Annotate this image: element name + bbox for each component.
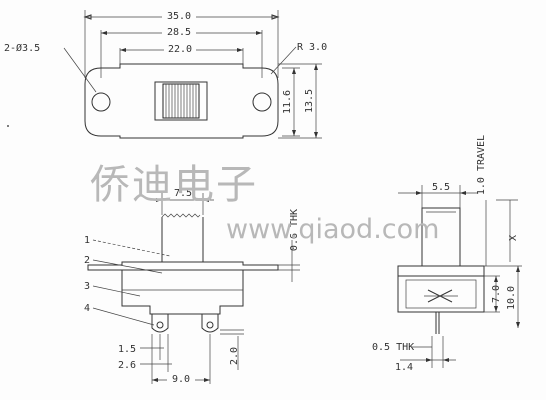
travel-label: 1.0 TRAVEL — [476, 135, 487, 195]
mounting-hole-right — [252, 92, 272, 112]
mounting-hole-left — [91, 92, 111, 112]
side-view: 7.5 0.6 THK 1 2 3 4 — [84, 188, 300, 385]
dim-1-5-label: 1.5 — [118, 344, 136, 355]
callout-2: 2 — [84, 255, 90, 266]
end-body — [397, 275, 485, 313]
callout-1: 1 — [84, 235, 90, 246]
dim-1-4-label: 1.4 — [395, 362, 413, 373]
dim-11-6-label: 11.6 — [282, 90, 293, 114]
top-view: 35.0 28.5 22.0 2-Ø3.5 R 3.0 — [4, 9, 327, 139]
dim-22-label: 22.0 — [168, 44, 192, 55]
dim-radius-label: R 3.0 — [297, 42, 327, 53]
dim-2-6-label: 2.6 — [118, 360, 136, 371]
callout-3: 3 — [84, 281, 90, 292]
dim-7-label: 7.0 — [491, 285, 502, 303]
watermark-chinese: 侨迪电子 — [90, 162, 258, 208]
callout-4: 4 — [84, 303, 90, 314]
dim-5-5-label: 5.5 — [432, 182, 450, 193]
dim-28-5-label: 28.5 — [167, 27, 191, 38]
side-actuator — [161, 217, 204, 263]
top-body-outline — [84, 63, 279, 139]
slider-window — [154, 81, 208, 121]
side-terminal-right — [201, 314, 219, 333]
dim-35-label: 35.0 — [167, 11, 191, 22]
watermark-url: www.qiaod.com — [226, 214, 439, 245]
end-thk-label: 0.5 THK — [372, 342, 414, 353]
dim-x-label: X — [508, 235, 519, 241]
dim-13-5-label: 13.5 — [304, 89, 315, 113]
dim-2-label: 2.0 — [229, 347, 240, 365]
end-view: 5.5 1.0 TRAVEL X 7.0 10.0 0.5 THK — [372, 135, 522, 373]
side-body — [121, 270, 244, 315]
side-terminal-left — [151, 314, 169, 333]
dim-7-5-label: 7.5 — [174, 188, 192, 199]
dim-thk-label: 0.6 THK — [289, 209, 300, 251]
slider-knob — [162, 83, 200, 119]
dim-10-label: 10.0 — [506, 286, 517, 310]
dim-hole-label: 2-Ø3.5 — [4, 42, 40, 54]
dim-9-label: 9.0 — [172, 374, 190, 385]
end-top-plate — [397, 265, 485, 277]
side-top-plate — [87, 261, 279, 271]
